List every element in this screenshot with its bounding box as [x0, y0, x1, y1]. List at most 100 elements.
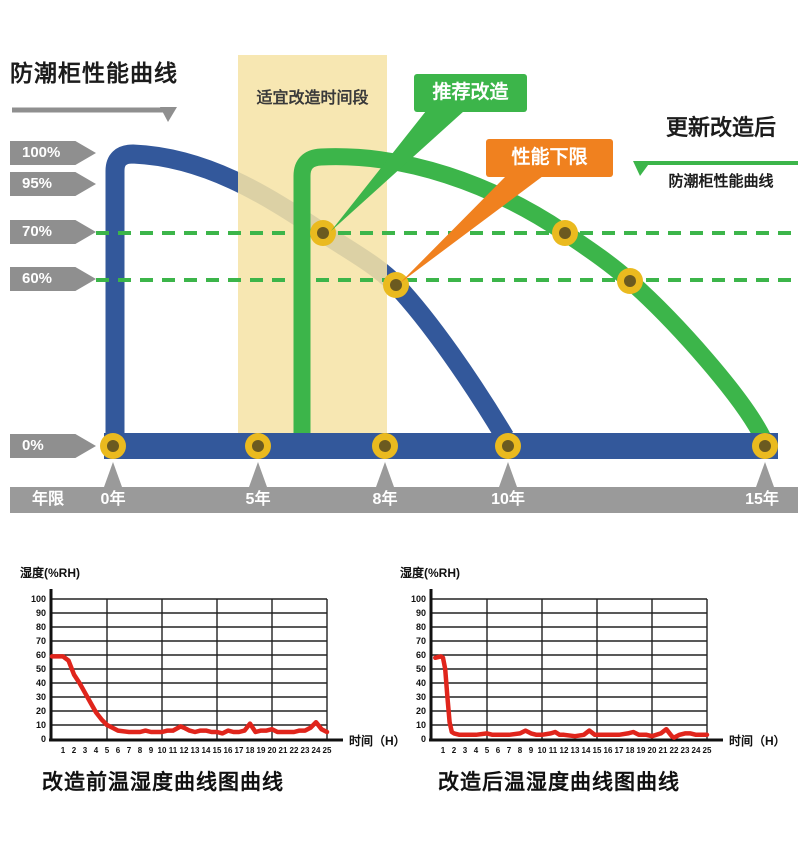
svg-text:17: 17: [615, 746, 624, 755]
svg-text:23: 23: [301, 746, 310, 755]
tick-triangle-15: [756, 462, 774, 487]
tick-triangle-8: [376, 462, 394, 487]
svg-text:10: 10: [158, 746, 167, 755]
svg-text:19: 19: [637, 746, 646, 755]
tick-triangle-10: [499, 462, 517, 487]
svg-text:23: 23: [681, 746, 690, 755]
svg-text:5: 5: [485, 746, 490, 755]
svg-text:8: 8: [138, 746, 143, 755]
svg-text:60: 60: [416, 650, 426, 660]
badge-95pct: 95%: [10, 172, 96, 196]
axis-label: 年限: [32, 491, 65, 508]
svg-text:24: 24: [312, 746, 321, 755]
svg-text:15: 15: [213, 746, 222, 755]
svg-text:5: 5: [105, 746, 110, 755]
svg-text:21: 21: [279, 746, 288, 755]
x-axis-label: 时间（H）: [729, 733, 786, 748]
marker-dot: [100, 433, 126, 459]
svg-text:4: 4: [474, 746, 479, 755]
svg-text:11: 11: [549, 746, 558, 755]
svg-text:50: 50: [416, 664, 426, 674]
year-tick-triangles: [104, 462, 774, 487]
right-title: 更新改造后: [665, 115, 776, 140]
performance-diagram: [12, 55, 800, 487]
svg-text:18: 18: [626, 746, 635, 755]
year-axis-bar: 年限 0年 5年 8年 10年 15年: [10, 487, 798, 513]
badge-70pct: 70%: [10, 220, 96, 244]
caption-before: 改造前温湿度曲线图曲线: [42, 771, 284, 794]
svg-text:25: 25: [703, 746, 712, 755]
suitable-period-band: [238, 55, 387, 435]
svg-text:18: 18: [246, 746, 255, 755]
marker-dot: [552, 220, 578, 246]
svg-text:60: 60: [36, 650, 46, 660]
svg-text:70: 70: [36, 636, 46, 646]
svg-text:40: 40: [416, 678, 426, 688]
svg-text:14: 14: [582, 746, 591, 755]
badge-100pct: 100%: [10, 141, 96, 165]
svg-text:1: 1: [61, 746, 66, 755]
page-title: 防潮柜性能曲线: [10, 60, 178, 86]
marker-dot: [617, 268, 643, 294]
svg-text:6: 6: [116, 746, 121, 755]
svg-text:22: 22: [290, 746, 299, 755]
marker-dot: [310, 220, 336, 246]
y-axis-label-after: 湿度(%RH): [400, 566, 460, 580]
marker-dots: [100, 220, 778, 459]
year-label-15: 15年: [745, 491, 779, 508]
svg-text:7: 7: [507, 746, 512, 755]
svg-text:10: 10: [538, 746, 547, 755]
svg-text:100: 100: [411, 594, 426, 604]
svg-text:20: 20: [416, 706, 426, 716]
svg-text:2: 2: [72, 746, 77, 755]
year-label-10: 10年: [491, 491, 525, 508]
baseline-bar: [104, 433, 778, 459]
svg-text:13: 13: [571, 746, 580, 755]
marker-dot: [383, 272, 409, 298]
marker-dot: [752, 433, 778, 459]
svg-text:80: 80: [36, 622, 46, 632]
svg-text:3: 3: [83, 746, 88, 755]
badge-0pct: 0%: [10, 434, 96, 458]
tick-triangle-5: [249, 462, 267, 487]
svg-text:16: 16: [224, 746, 233, 755]
svg-text:40: 40: [36, 678, 46, 688]
svg-text:0: 0: [41, 734, 46, 744]
tick-triangle-0: [104, 462, 122, 487]
svg-text:17: 17: [235, 746, 244, 755]
svg-text:12: 12: [180, 746, 189, 755]
svg-text:10: 10: [416, 720, 426, 730]
svg-text:90: 90: [36, 608, 46, 618]
pointer-triangle-limit: [400, 176, 543, 283]
green-arrow-line: [633, 161, 798, 176]
svg-text:4: 4: [94, 746, 99, 755]
svg-text:20: 20: [648, 746, 657, 755]
svg-text:70: 70: [416, 636, 426, 646]
svg-text:20: 20: [268, 746, 277, 755]
svg-text:24: 24: [692, 746, 701, 755]
svg-text:9: 9: [529, 746, 534, 755]
title-underline-arrow: [12, 107, 177, 122]
svg-text:15: 15: [593, 746, 602, 755]
svg-text:30: 30: [416, 692, 426, 702]
svg-text:9: 9: [149, 746, 154, 755]
svg-text:13: 13: [191, 746, 200, 755]
svg-text:3: 3: [463, 746, 468, 755]
x-axis-label: 时间（H）: [349, 733, 406, 748]
year-label-8: 8年: [372, 491, 398, 508]
svg-text:100: 100: [31, 594, 46, 604]
badge-60pct: 60%: [10, 267, 96, 291]
svg-text:14: 14: [202, 746, 211, 755]
year-label-5: 5年: [245, 491, 271, 508]
svg-text:1: 1: [441, 746, 446, 755]
svg-text:21: 21: [659, 746, 668, 755]
svg-text:6: 6: [496, 746, 501, 755]
band-label: 适宜改造时间段: [256, 90, 369, 107]
svg-text:0: 0: [421, 734, 426, 744]
caption-after: 改造后温湿度曲线图曲线: [438, 771, 680, 794]
marker-dot: [495, 433, 521, 459]
